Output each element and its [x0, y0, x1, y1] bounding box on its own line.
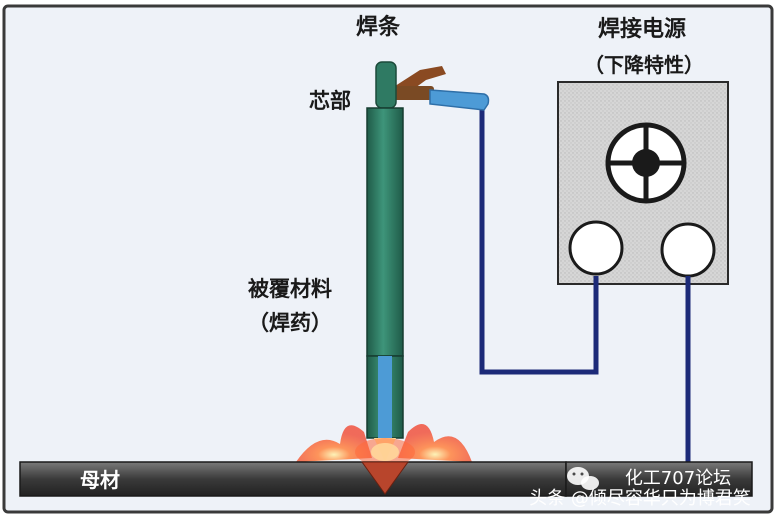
cable-electrode [479, 98, 599, 375]
electrode-core-top [375, 61, 397, 109]
label-power-line1: 焊接电源 [598, 17, 686, 42]
electrode-holder-icon [392, 66, 490, 111]
label-core: 芯部 [309, 89, 351, 113]
terminal-right-icon [660, 222, 716, 278]
wechat-icon [567, 467, 599, 490]
watermark-credit: 头条 @倾尽容华只为博君笑 [529, 488, 751, 509]
watermark-forum: 化工707论坛 [625, 468, 731, 489]
electrode [366, 61, 404, 462]
power-supply [557, 81, 729, 285]
electrode-coating [366, 107, 404, 357]
weld-bead [361, 461, 409, 495]
label-coating-line2: （焊药） [248, 311, 332, 335]
label-electrode: 焊条 [356, 14, 401, 40]
fan-symbol-icon [605, 122, 687, 204]
base-metal [19, 461, 753, 497]
label-coating-line1: 被覆材料 [248, 277, 332, 301]
label-base-metal: 母材 [80, 468, 120, 492]
electrode-core [378, 356, 392, 438]
terminal-left-icon [568, 220, 624, 276]
welding-arc [296, 424, 472, 466]
label-power-line2: （下降特性） [584, 53, 704, 77]
